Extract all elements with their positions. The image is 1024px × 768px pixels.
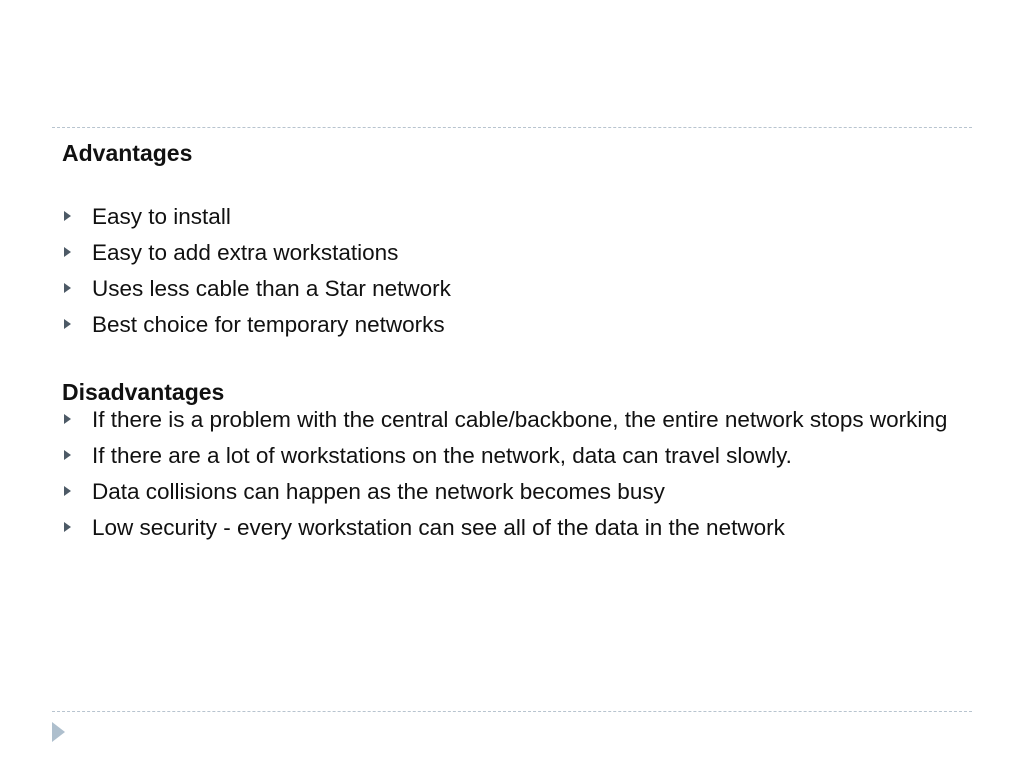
list-item-text: If there are a lot of workstations on th… (92, 443, 792, 468)
list-item-text: Easy to add extra workstations (92, 240, 399, 265)
list-item: If there are a lot of workstations on th… (62, 443, 962, 468)
list-item: If there is a problem with the central c… (62, 407, 962, 432)
bottom-divider (52, 711, 972, 712)
list-item-text: If there is a problem with the central c… (92, 407, 948, 432)
triangle-bullet-icon (64, 211, 71, 221)
list-item: Data collisions can happen as the networ… (62, 479, 962, 504)
list-item: Low security - every workstation can see… (62, 515, 962, 540)
list-item-text: Low security - every workstation can see… (92, 515, 785, 540)
list-item-text: Best choice for temporary networks (92, 312, 445, 337)
advantages-list: Easy to install Easy to add extra workst… (62, 204, 962, 337)
triangle-bullet-icon (64, 522, 71, 532)
triangle-bullet-icon (64, 319, 71, 329)
list-item-text: Uses less cable than a Star network (92, 276, 451, 301)
slide-content: Advantages Easy to install Easy to add e… (62, 138, 962, 540)
list-item-text: Easy to install (92, 204, 231, 229)
list-item: Easy to install (62, 204, 962, 229)
triangle-bullet-icon (64, 414, 71, 424)
list-item-text: Data collisions can happen as the networ… (92, 479, 665, 504)
triangle-right-icon[interactable] (52, 722, 65, 742)
list-item: Uses less cable than a Star network (62, 276, 962, 301)
disadvantages-heading: Disadvantages (62, 379, 225, 405)
list-item: Easy to add extra workstations (62, 240, 962, 265)
triangle-bullet-icon (64, 247, 71, 257)
list-item: Best choice for temporary networks (62, 312, 962, 337)
advantages-heading: Advantages (62, 140, 193, 166)
triangle-bullet-icon (64, 283, 71, 293)
top-divider (52, 127, 972, 128)
triangle-bullet-icon (64, 486, 71, 496)
triangle-bullet-icon (64, 450, 71, 460)
disadvantages-list: If there is a problem with the central c… (62, 407, 962, 540)
